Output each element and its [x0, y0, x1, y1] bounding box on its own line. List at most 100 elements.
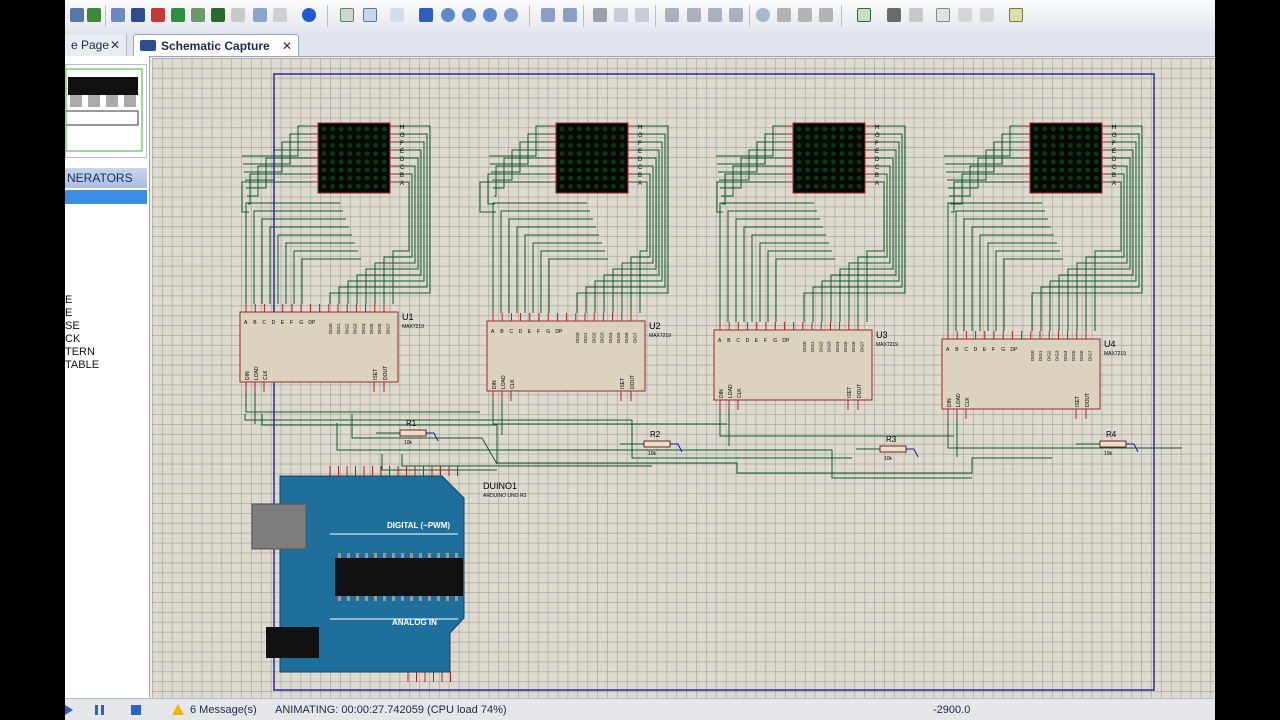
grid-toggle-icon[interactable]	[361, 6, 379, 24]
gerber-icon[interactable]	[209, 6, 227, 24]
list-item[interactable]: TERN	[65, 346, 95, 358]
zoom-in-icon[interactable]	[439, 6, 457, 24]
paste-icon[interactable]	[633, 6, 651, 24]
schematic-icon[interactable]	[129, 6, 147, 24]
close-icon[interactable]: ✕	[281, 38, 292, 53]
led-dot	[1068, 134, 1073, 140]
import-icon[interactable]	[85, 6, 103, 24]
block-copy-icon[interactable]	[663, 6, 681, 24]
zoom-out-icon[interactable]	[460, 6, 478, 24]
list-item[interactable]: TABLE	[65, 359, 100, 371]
search-icon[interactable]	[885, 6, 903, 24]
refresh-icon[interactable]	[338, 6, 356, 24]
wire	[594, 141, 663, 313]
matrix-pin-label: D	[1112, 157, 1117, 163]
chip-bottom-label: LOAD	[956, 393, 962, 407]
cut-icon[interactable]	[591, 6, 609, 24]
led-dot	[611, 159, 616, 165]
led-dot	[356, 143, 361, 148]
block-delete-icon[interactable]	[727, 6, 745, 24]
pick-device-icon[interactable]	[754, 6, 772, 24]
save-icon[interactable]	[68, 6, 86, 24]
led-dot	[1093, 143, 1099, 148]
pause-icon[interactable]	[95, 705, 104, 715]
zoom-all-icon[interactable]	[481, 6, 499, 24]
led-dot	[796, 126, 802, 132]
led-dot	[559, 143, 565, 148]
decompose-icon[interactable]	[817, 6, 835, 24]
led-dot	[338, 159, 344, 165]
overview-window[interactable]	[65, 64, 147, 158]
led-dot	[364, 126, 370, 132]
stop-icon[interactable]	[131, 705, 141, 715]
pan-icon[interactable]	[417, 6, 435, 24]
led-dot	[364, 184, 370, 189]
chip-pin-label: E	[528, 329, 532, 335]
chip-bottom-label: DOUT	[1085, 393, 1091, 407]
origin-icon[interactable]	[388, 6, 406, 24]
redo-icon[interactable]	[561, 6, 579, 24]
arduino-model: ARDUINO UNO R3	[483, 493, 527, 499]
led-dot	[576, 134, 582, 140]
led-dot	[330, 159, 335, 165]
chip-bottom-label: DOUT	[857, 384, 863, 398]
led-dot	[330, 151, 335, 156]
3d-view-icon[interactable]	[189, 6, 207, 24]
bom-icon[interactable]	[229, 6, 247, 24]
pcb-icon[interactable]	[149, 6, 167, 24]
electrical-rule-check-icon[interactable]	[1007, 6, 1025, 24]
list-item[interactable]: SE	[65, 320, 80, 332]
led-dot	[813, 175, 819, 181]
list-item[interactable]: CK	[65, 333, 81, 345]
led-dot	[822, 184, 828, 189]
zoom-area-icon[interactable]	[502, 6, 520, 24]
package-tool-icon[interactable]	[796, 6, 814, 24]
matrix-pin-label: E	[400, 149, 404, 155]
help-icon[interactable]	[300, 6, 318, 24]
chip-pin-label: G	[773, 338, 777, 344]
back-arrow-icon[interactable]	[169, 6, 187, 24]
close-icon[interactable]: ✕	[109, 38, 120, 52]
led-dot	[1076, 184, 1082, 189]
chip-dig-label: DIG3	[600, 332, 605, 343]
home-icon[interactable]	[109, 6, 127, 24]
block-rotate-icon[interactable]	[706, 6, 724, 24]
chip-dig-label: DIG4	[361, 323, 366, 334]
led-matrix	[555, 122, 629, 194]
led-dot	[831, 143, 836, 148]
tab-schematic-capture[interactable]: Schematic Capture ✕	[133, 34, 299, 56]
wire-autorouter-icon[interactable]	[855, 6, 873, 24]
led-dot	[1085, 151, 1090, 156]
play-icon[interactable]	[65, 705, 73, 715]
generators-panel-header[interactable]: NERATORS	[65, 168, 147, 188]
tab-home-page[interactable]: e Page ✕	[65, 34, 127, 56]
exit-to-parent-icon[interactable]	[978, 6, 996, 24]
messages-count[interactable]: 6 Message(s)	[190, 704, 257, 716]
led-dot	[822, 134, 828, 140]
undo-icon[interactable]	[539, 6, 557, 24]
new-sheet-icon[interactable]	[934, 6, 952, 24]
led-dot	[381, 143, 387, 148]
copy-icon[interactable]	[612, 6, 630, 24]
wire	[630, 173, 651, 313]
wire	[245, 392, 480, 413]
led-dot	[585, 143, 591, 148]
led-dot	[1068, 159, 1073, 165]
property-assign-icon[interactable]	[907, 6, 925, 24]
remove-sheet-icon[interactable]	[956, 6, 974, 24]
make-device-icon[interactable]	[775, 6, 793, 24]
list-item[interactable]: E	[65, 307, 73, 319]
led-dot	[848, 126, 853, 132]
source-code-icon[interactable]	[251, 6, 269, 24]
led-dot	[381, 184, 387, 189]
wire	[719, 202, 814, 322]
generator-selected-row[interactable]	[65, 190, 147, 204]
led-dot	[364, 134, 370, 140]
chip-pin-label: C	[964, 347, 968, 353]
block-move-icon[interactable]	[685, 6, 703, 24]
list-item[interactable]: E	[65, 294, 73, 306]
led-dot	[602, 167, 608, 173]
notes-icon[interactable]	[271, 6, 289, 24]
